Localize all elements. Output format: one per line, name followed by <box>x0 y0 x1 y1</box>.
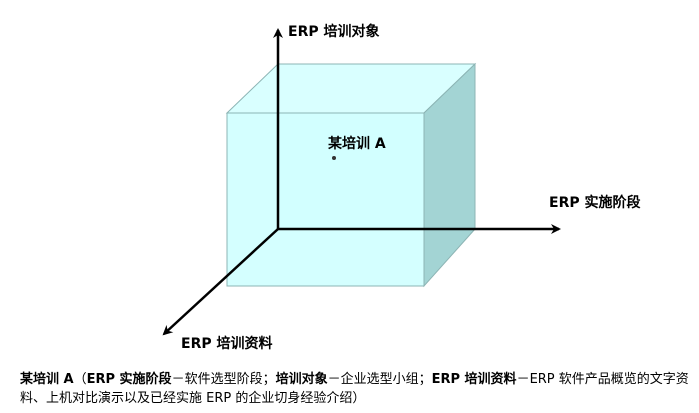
caption-open: （ <box>73 372 87 387</box>
caption-key-target: 培训对象 <box>275 372 328 387</box>
cube-front-face <box>226 112 425 287</box>
caption-key-materials: ERP 培训资料 <box>431 372 517 387</box>
vertical-axis-label: ERP 培训对象 <box>288 23 379 40</box>
caption-name: 某培训 A <box>20 372 74 387</box>
training-a-label: 某培训 A <box>328 135 386 152</box>
caption-value-materials: －ERP 软件产品概览的文字资料、上机对比演示以及已经实施 ERP 的企业切身经… <box>20 372 689 406</box>
caption-key-stage: ERP 实施阶段 <box>86 372 172 387</box>
depth-axis-label: ERP 培训资料 <box>181 335 272 352</box>
training-a-point <box>332 156 336 160</box>
caption: 某培训 A（ERP 实施阶段－软件选型阶段；培训对象－企业选型小组；ERP 培训… <box>20 370 690 408</box>
horizontal-axis-label: ERP 实施阶段 <box>549 194 640 211</box>
depth-axis <box>162 228 279 336</box>
caption-value-target: －企业选型小组； <box>327 372 432 387</box>
caption-value-stage: －软件选型阶段； <box>171 372 276 387</box>
